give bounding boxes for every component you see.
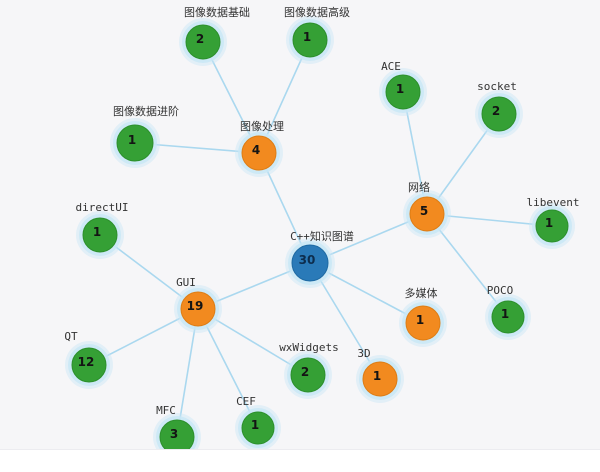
node-label-qt: QT [64,330,78,343]
node-circle-multimedia [405,305,441,341]
node-value-center: 30 [299,253,316,267]
node-label-socket: socket [477,80,517,93]
node-value-poco: 1 [501,307,509,321]
node-circle-ace [385,74,421,110]
node-value-img-adv: 1 [303,30,311,44]
node-circle-poco [491,300,525,334]
node-value-wxwidgets: 2 [301,365,309,379]
node-label-ace: ACE [381,60,401,73]
node-ace[interactable]: 1 [379,68,427,116]
node-circle-threed [362,361,398,397]
node-value-img-basic: 2 [196,32,204,46]
node-label-mfc: MFC [156,404,176,417]
node-label-directui: directUI [76,201,129,214]
node-circle-center [291,244,329,282]
node-value-ace: 1 [396,82,404,96]
node-center[interactable]: 30 [285,238,335,288]
node-value-cef: 1 [251,418,259,432]
node-circle-img-basic [185,24,221,60]
node-circle-img-adv [292,22,328,58]
node-poco[interactable]: 1 [485,294,531,340]
node-label-network: 网络 [408,180,430,194]
node-circle-gui [180,291,216,327]
node-value-mfc: 3 [170,427,178,441]
node-label-img-basic: 图像数据基础 [184,5,250,19]
node-img-mid[interactable]: 1 [110,118,160,168]
edge-gui-wxwidgets [197,308,309,376]
node-circle-network [409,196,445,232]
node-multimedia[interactable]: 1 [399,299,447,347]
node-label-gui: GUI [176,276,196,289]
node-value-multimedia: 1 [416,313,424,327]
edge-gui-mfc [176,308,199,438]
node-libevent[interactable]: 1 [529,203,575,249]
node-img-basic[interactable]: 2 [179,18,227,66]
node-directui[interactable]: 1 [76,211,124,259]
node-label-libevent: libevent [527,196,580,209]
node-cef[interactable]: 1 [235,405,281,451]
node-value-directui: 1 [93,225,101,239]
node-network[interactable]: 5 [403,190,451,238]
node-value-gui: 19 [187,299,204,313]
node-value-network: 5 [420,204,428,218]
node-value-threed: 1 [373,369,381,383]
node-qt[interactable]: 12 [65,341,113,389]
footer-band [0,449,600,472]
node-label-img-mid: 图像数据进阶 [113,104,179,118]
edge-center-threed [309,262,381,380]
node-label-cef: CEF [236,395,256,408]
node-label-imgproc: 图像处理 [240,120,284,133]
node-label-threed: 3D [357,347,370,360]
edge-gui-cef [197,308,259,429]
node-label-center: C++知识图谱 [290,229,354,243]
node-value-qt: 12 [78,355,95,369]
node-socket[interactable]: 2 [475,90,523,138]
node-label-img-adv: 图像数据高级 [284,5,350,19]
node-circle-cef [241,411,275,445]
node-circle-socket [481,96,517,132]
node-threed[interactable]: 1 [356,355,404,403]
node-wxwidgets[interactable]: 2 [284,351,332,399]
node-gui[interactable]: 19 [174,285,222,333]
edge-network-poco [426,213,509,318]
node-label-wxwidgets: wxWidgets [279,341,339,354]
node-value-imgproc: 4 [252,143,260,157]
node-img-adv[interactable]: 1 [286,16,334,64]
node-circle-directui [82,217,118,253]
node-imgproc[interactable]: 4 [235,129,283,177]
node-value-socket: 2 [492,104,500,118]
node-value-img-mid: 1 [128,133,136,147]
node-label-multimedia: 多媒体 [405,286,438,300]
node-circle-wxwidgets [290,357,326,393]
node-circle-libevent [535,209,569,243]
node-value-libevent: 1 [545,216,553,230]
node-circle-img-mid [116,124,154,162]
node-label-poco: POCO [487,284,514,297]
node-circle-imgproc [241,135,277,171]
node-circle-qt [71,347,107,383]
